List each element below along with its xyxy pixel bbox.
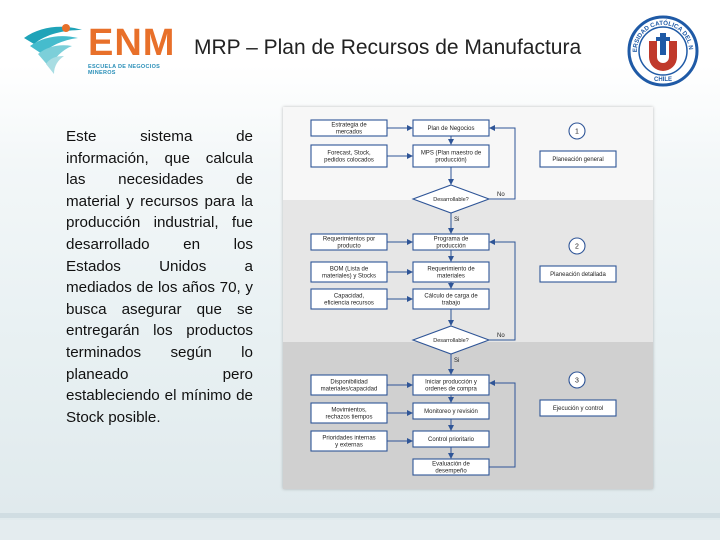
- decision-label-2: Desarrollable?: [433, 338, 468, 344]
- decision-diamond-2: Desarrollable?: [411, 325, 491, 355]
- decision-label-1: Desarrollable?: [433, 197, 468, 203]
- svg-text:CHILE: CHILE: [654, 77, 672, 83]
- center-box-1: Plan de Negocios: [412, 119, 490, 137]
- decision-no-label-1: No: [497, 192, 505, 198]
- center-box-8: Control prioritario: [412, 430, 490, 448]
- center-box-7: Monitoreo y revisión: [412, 402, 490, 420]
- enm-logo-subtitle: ESCUELA DE NEGOCIOS MINEROS: [88, 64, 161, 76]
- body-paragraph: Este sistema de información, que calcula…: [66, 128, 253, 426]
- enm-logo-text: ENM: [88, 22, 176, 64]
- center-box-7-label: Monitoreo y revisión: [424, 409, 478, 415]
- footer-band-lower: [0, 520, 720, 540]
- center-box-8-label: Control prioritario: [428, 437, 475, 443]
- decision-si-label-2: Si: [454, 358, 459, 364]
- ucn-seal-icon: UNIVERSIDAD CATÓLICA DEL NORTE CHILE: [625, 10, 699, 87]
- loop-eval: [489, 380, 516, 468]
- enm-swoosh-icon: [24, 24, 82, 74]
- loop-no-2: [489, 239, 516, 341]
- loop-no-1: [489, 125, 516, 200]
- decision-no-label-2: No: [497, 333, 505, 339]
- left-box-7: Movimientos,rechazos tiempos: [310, 402, 388, 424]
- decision-diamond-1: Desarrollable?: [411, 184, 491, 214]
- left-box-7-label: Movimientos,rechazos tiempos: [325, 408, 372, 421]
- phase-label-2: Planeación detallada: [550, 272, 606, 278]
- left-box-2-label: Forecast, Stock,pedidos colocados: [324, 151, 374, 164]
- left-box-5: Capacidad,eficiencia recursos: [310, 288, 388, 310]
- phase-label-3: Ejecución y control: [553, 406, 603, 412]
- phase-number-2: 2: [575, 244, 579, 251]
- phase-number-1: 1: [575, 129, 579, 136]
- left-box-2: Forecast, Stock,pedidos colocados: [310, 144, 388, 168]
- phase-number-3: 3: [575, 378, 579, 385]
- left-box-5-label: Capacidad,eficiencia recursos: [324, 294, 374, 307]
- decision-si-label-1: Si: [454, 217, 459, 223]
- ucn-logo: UNIVERSIDAD CATÓLICA DEL NORTE CHILE: [625, 10, 699, 87]
- center-box-1-label: Plan de Negocios: [427, 126, 474, 132]
- enm-logo: ENM ESCUELA DE NEGOCIOS MINEROS: [20, 20, 180, 78]
- page-title: MRP – Plan de Recursos de Manufactura: [194, 36, 582, 59]
- footer-band: [0, 513, 720, 518]
- phase-label-1: Planeación general: [552, 157, 603, 163]
